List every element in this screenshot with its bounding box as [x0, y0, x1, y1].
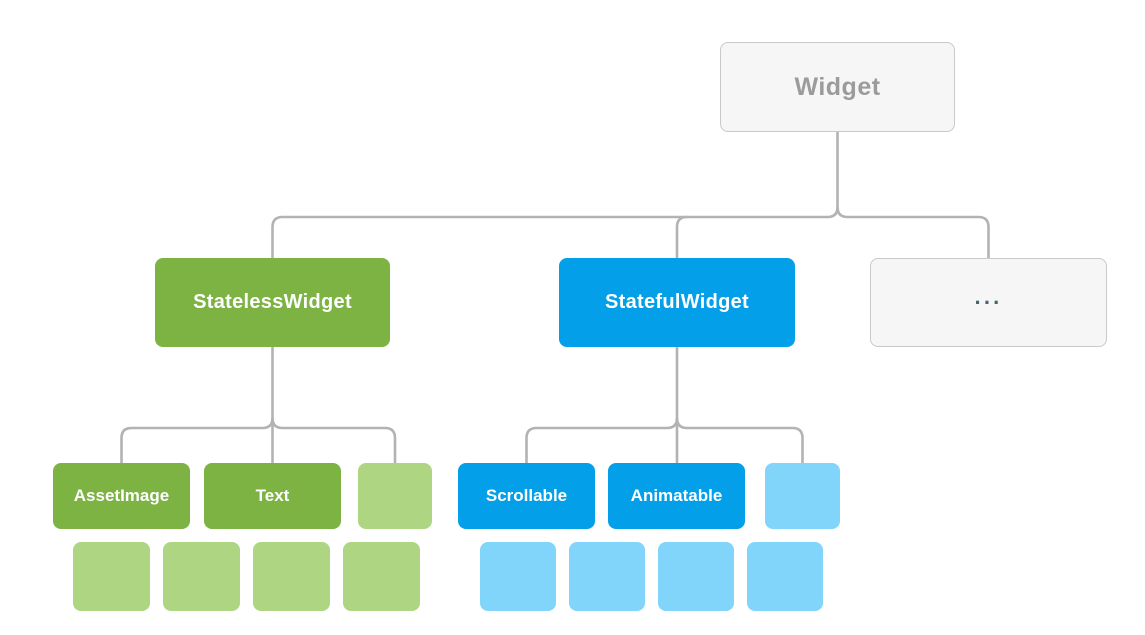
node-stateless-placeholder — [358, 463, 432, 529]
connector-widget-more — [836, 206, 990, 259]
node-assetimage: AssetImage — [53, 463, 190, 529]
blue-placeholder-square — [658, 542, 734, 611]
node-stateless-widget-label: StatelessWidget — [193, 291, 352, 313]
node-stateful-placeholder — [765, 463, 840, 529]
green-placeholder-square — [73, 542, 150, 611]
node-more: ··· — [870, 258, 1107, 347]
node-stateful-widget-label: StatefulWidget — [604, 291, 749, 313]
connector-stateless-assetimage — [120, 417, 274, 464]
connector-widget-stateful — [675, 215, 688, 259]
node-stateful-widget: StatefulWidget — [559, 258, 795, 347]
blue-placeholder-square — [747, 542, 823, 611]
node-animatable-label: Animatable — [630, 486, 723, 505]
green-placeholder-square — [163, 542, 240, 611]
node-text-label: Text — [255, 486, 290, 505]
node-stateless-widget: StatelessWidget — [155, 258, 390, 347]
connector-stateful-placeholder — [675, 417, 804, 464]
node-animatable: Animatable — [608, 463, 745, 529]
node-widget-label: Widget — [794, 72, 881, 101]
node-scrollable: Scrollable — [458, 463, 595, 529]
stateless-placeholder-squares — [73, 542, 420, 611]
green-placeholder-square — [343, 542, 420, 611]
node-widget: Widget — [720, 42, 955, 132]
blue-placeholder-square — [569, 542, 645, 611]
ellipsis-label: ··· — [974, 289, 1003, 315]
stateful-placeholder-squares — [480, 542, 823, 611]
node-text: Text — [204, 463, 341, 529]
green-placeholder-square — [253, 542, 330, 611]
node-assetimage-label: AssetImage — [73, 486, 170, 505]
blue-placeholder-square — [480, 542, 556, 611]
connector-stateful-scrollable — [525, 417, 679, 464]
node-scrollable-label: Scrollable — [485, 486, 568, 505]
connector-stateless-placeholder — [271, 417, 397, 464]
connector-widget-stateless — [271, 131, 839, 259]
